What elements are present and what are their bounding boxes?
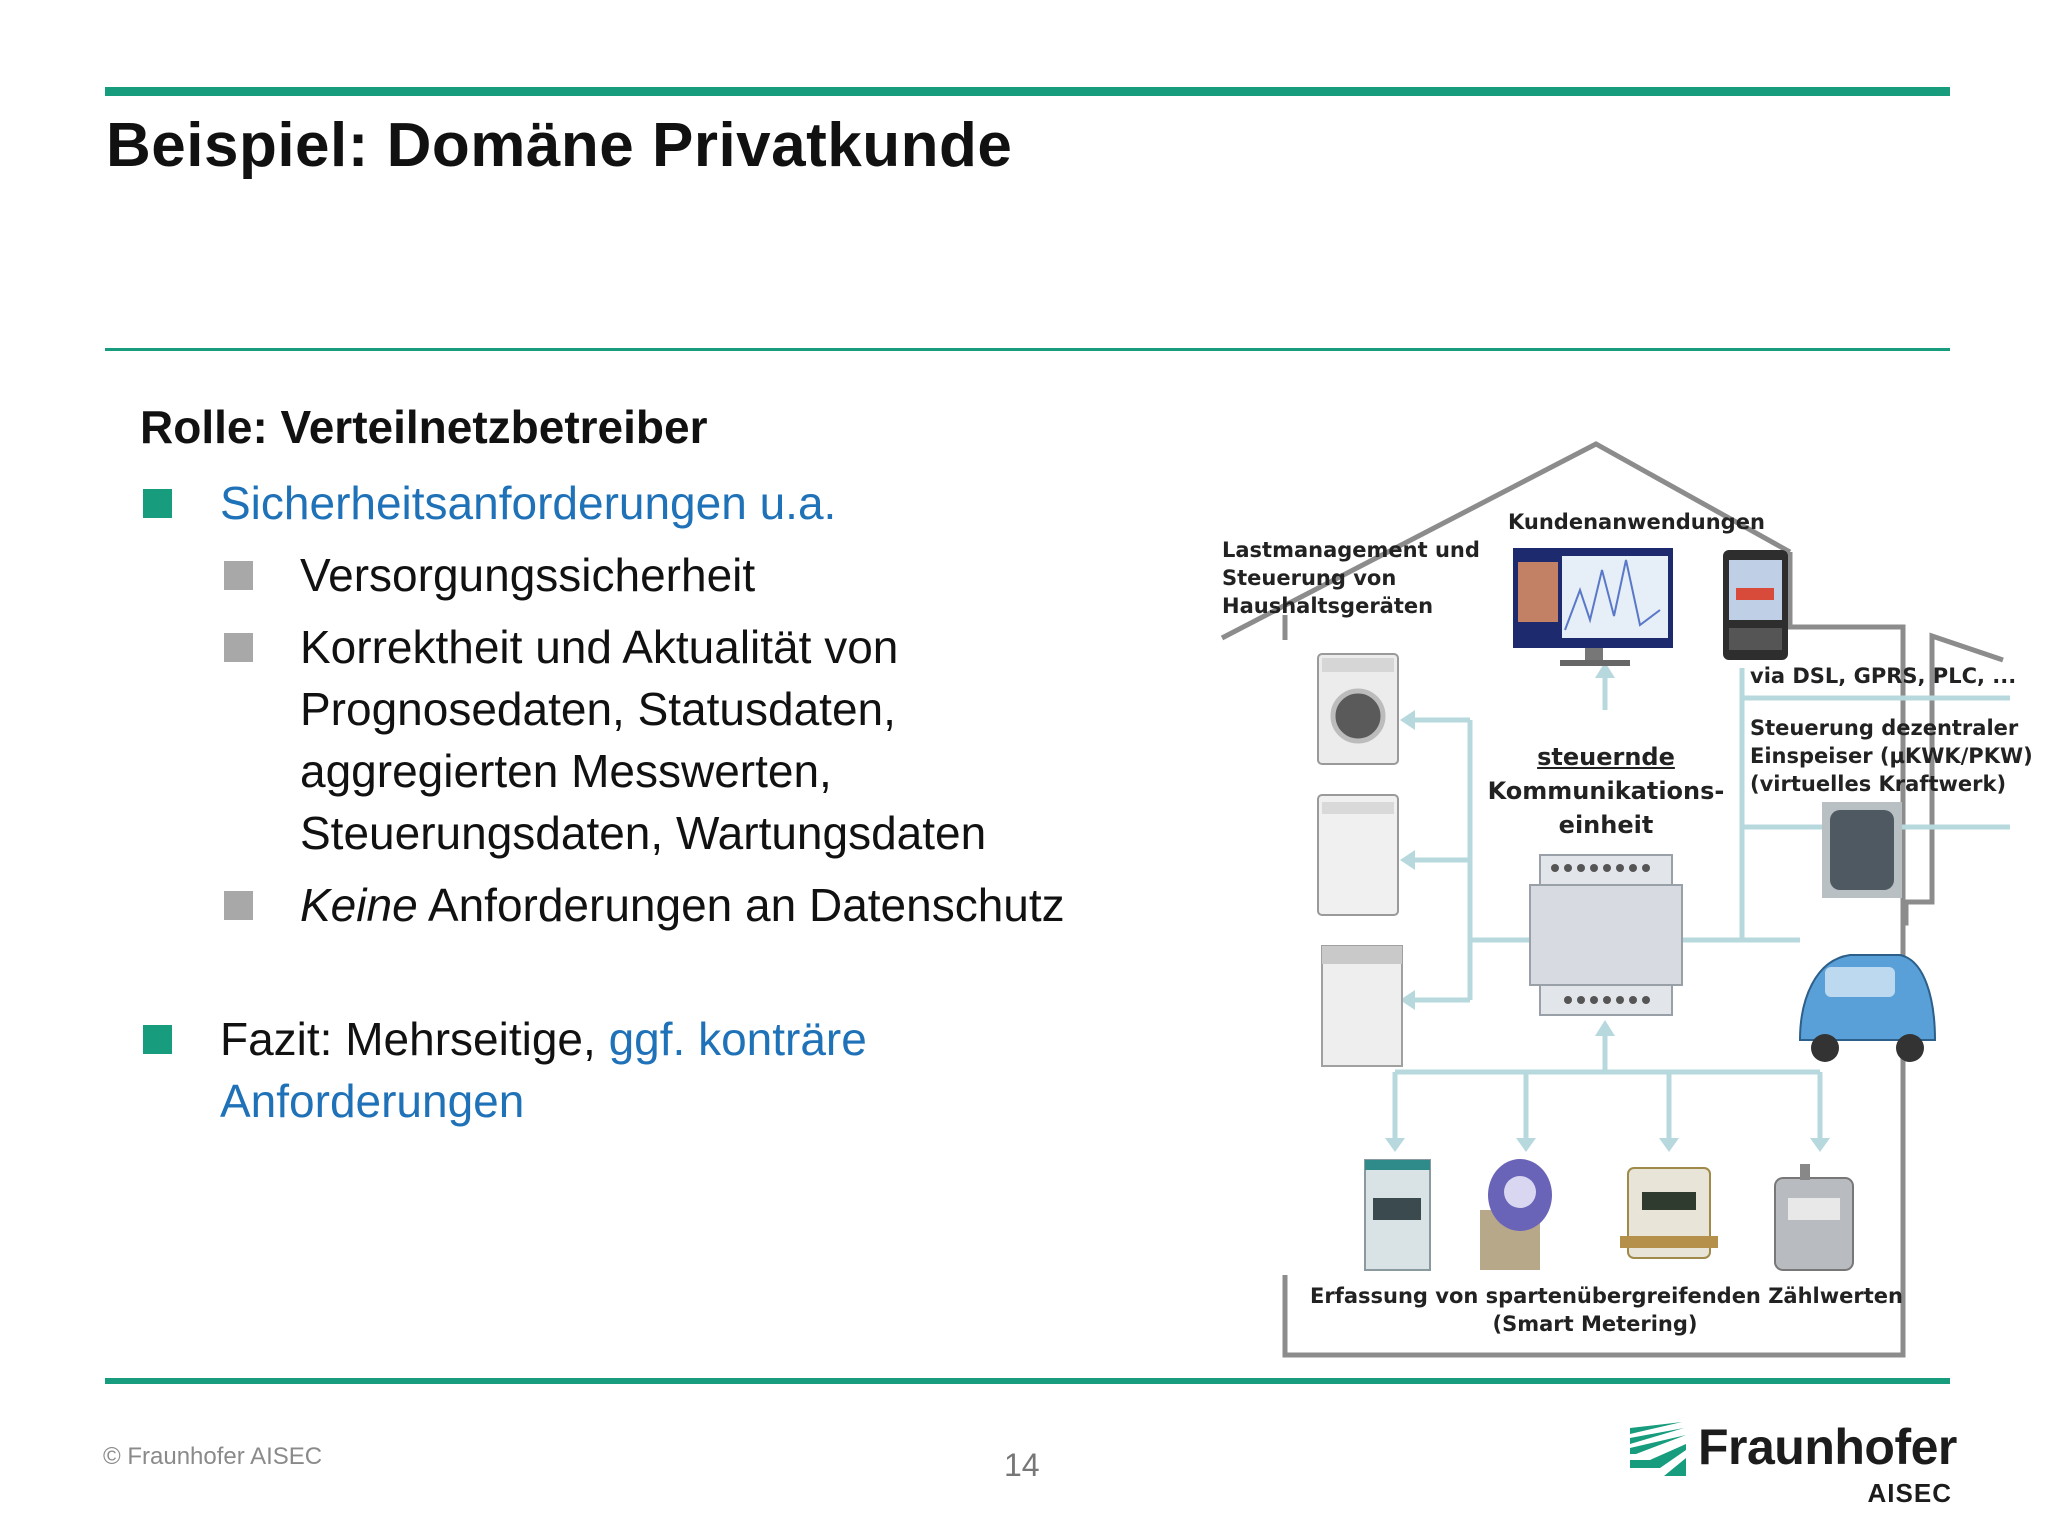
bullet-conclusion: Fazit: Mehrseitige, ggf. konträre Anford… bbox=[140, 1008, 1200, 1132]
dishwasher-icon bbox=[1321, 945, 1403, 1067]
slide-content: Rolle: Verteilnetzbetreiber Sicherheitsa… bbox=[140, 400, 1200, 1142]
bullet-square-icon bbox=[143, 1025, 172, 1054]
sub-bullet-square-icon bbox=[224, 561, 253, 590]
sub-bullet-square-icon bbox=[224, 891, 253, 920]
washing-machine-icon bbox=[1317, 653, 1399, 765]
monitor-icon bbox=[1513, 548, 1673, 666]
top-rule bbox=[105, 87, 1950, 96]
control-unit-icon bbox=[1529, 854, 1683, 1016]
label-connectivity: via DSL, GPRS, PLC, ... bbox=[1750, 664, 2017, 688]
label-load-management: Lastmanagement und Steuerung von Haushal… bbox=[1222, 538, 1480, 618]
header-divider bbox=[105, 348, 1950, 351]
connection-arrows bbox=[1392, 668, 2010, 1140]
logo-wordmark: Fraunhofer bbox=[1698, 1419, 1957, 1475]
footer-rule bbox=[105, 1378, 1950, 1384]
arrow-heads bbox=[1385, 662, 1830, 1152]
label-control-unit: steuernde Kommunikations- einheit bbox=[1487, 743, 1725, 839]
dryer-icon bbox=[1317, 794, 1399, 916]
fraunhofer-logo-mark-icon bbox=[1630, 1422, 1686, 1476]
copyright-notice: © Fraunhofer AISEC bbox=[103, 1443, 323, 1470]
label-customer-apps: Kundenanwendungen bbox=[1508, 510, 1765, 534]
electric-car-icon bbox=[1798, 954, 1937, 1062]
sub-bullet-data-correctness: Korrektheit und Aktualität von Prognosed… bbox=[140, 616, 1200, 864]
smart-home-diagram: Lastmanagement und Steuerung von Haushal… bbox=[1210, 440, 2033, 1360]
pda-icon bbox=[1723, 550, 1788, 660]
slide-title: Beispiel: Domäne Privatkunde bbox=[106, 111, 1013, 180]
house-outline bbox=[1220, 441, 2004, 1358]
electricity-meter-icon bbox=[1364, 1159, 1431, 1271]
logo-institute: AISEC bbox=[1867, 1478, 1952, 1508]
chp-unit-icon bbox=[1822, 802, 1902, 898]
bullet-security-requirements: Sicherheitsanforderungen u.a. bbox=[140, 472, 1200, 534]
sub-bullet-no-privacy: Keine Anforderungen an Datenschutz bbox=[140, 874, 1200, 936]
sub-bullet-square-icon bbox=[224, 633, 253, 662]
bullet-square-icon bbox=[143, 489, 172, 518]
fraunhofer-logo: Fraunhofer AISEC bbox=[1628, 1410, 1958, 1510]
gas-meter-icon bbox=[1774, 1164, 1854, 1271]
role-heading: Rolle: Verteilnetzbetreiber bbox=[140, 401, 708, 453]
label-smart-metering: Erfassung von spartenübergreifenden Zähl… bbox=[1310, 1284, 1903, 1336]
heat-meter-icon bbox=[1620, 1167, 1718, 1259]
house-diagram-graphic bbox=[1220, 441, 2010, 1358]
water-meter-icon bbox=[1480, 1159, 1552, 1270]
label-distributed-generation: Steuerung dezentraler Einspeiser (µKWK/P… bbox=[1750, 716, 2033, 796]
sub-bullet-supply-security: Versorgungssicherheit bbox=[140, 544, 1200, 606]
page-number: 14 bbox=[1004, 1447, 1040, 1483]
